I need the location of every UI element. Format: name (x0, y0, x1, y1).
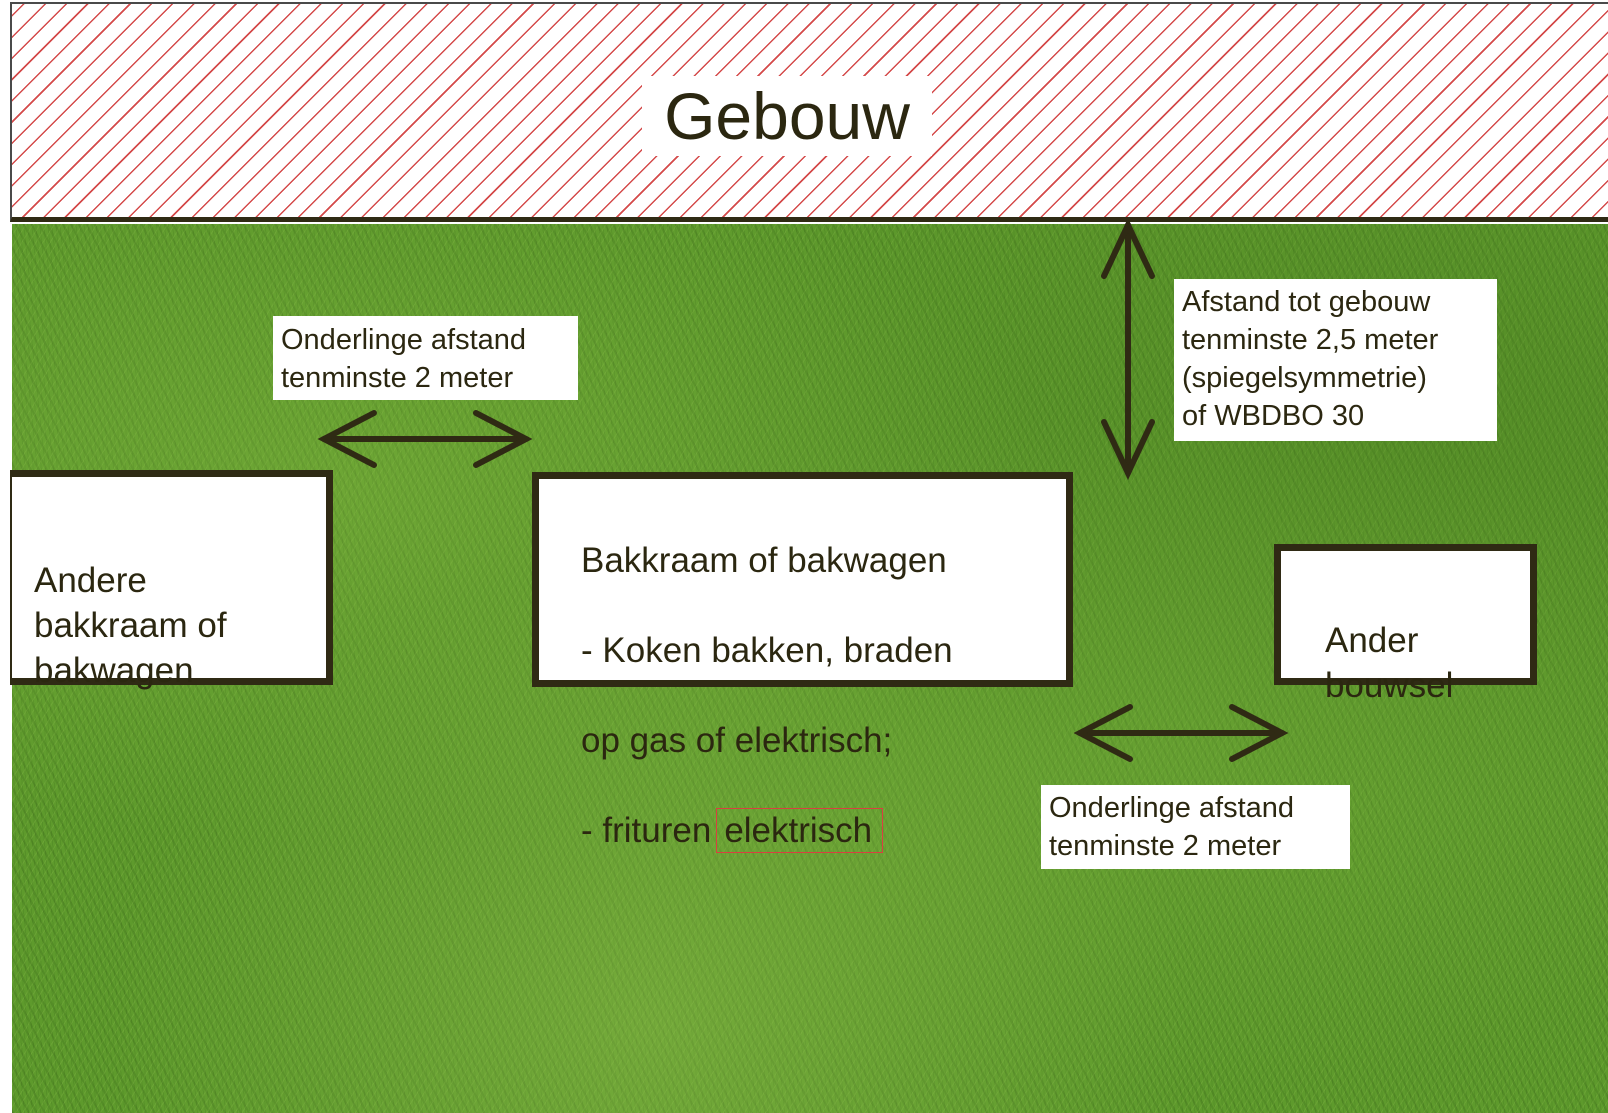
other-structure-box: Ander bouwsel (1274, 544, 1537, 705)
horizontal-arrow-left-icon (317, 410, 533, 468)
horizontal-arrow-right-icon (1073, 704, 1289, 762)
other-structure-label: Ander bouwsel (1325, 621, 1454, 705)
other-stall-box: Andere bakkraam of bakwagen (10, 470, 333, 690)
main-stall-box: Bakkraam of bakwagen - Koken bakken, bra… (532, 472, 1073, 853)
vertical-arrow-icon (1101, 217, 1155, 481)
mutual-distance-note-bottom: Onderlinge afstand tenminste 2 meter (1041, 785, 1350, 869)
building-label: Gebouw (642, 76, 932, 156)
main-stall-line-3: op gas of elektrisch; (581, 721, 893, 760)
other-stall-label: Andere bakkraam of bakwagen (34, 561, 227, 690)
electric-highlight: elektrisch (716, 808, 884, 853)
building-distance-note: Afstand tot gebouw tenminste 2,5 meter (… (1174, 279, 1497, 441)
building-area: Gebouw (10, 2, 1608, 222)
mutual-distance-note-left: Onderlinge afstand tenminste 2 meter (273, 316, 578, 400)
main-stall-line-1: Bakkraam of bakwagen (581, 541, 947, 580)
main-stall-line-4-prefix: - frituren (581, 811, 712, 850)
main-stall-line-2: - Koken bakken, braden (581, 631, 953, 670)
